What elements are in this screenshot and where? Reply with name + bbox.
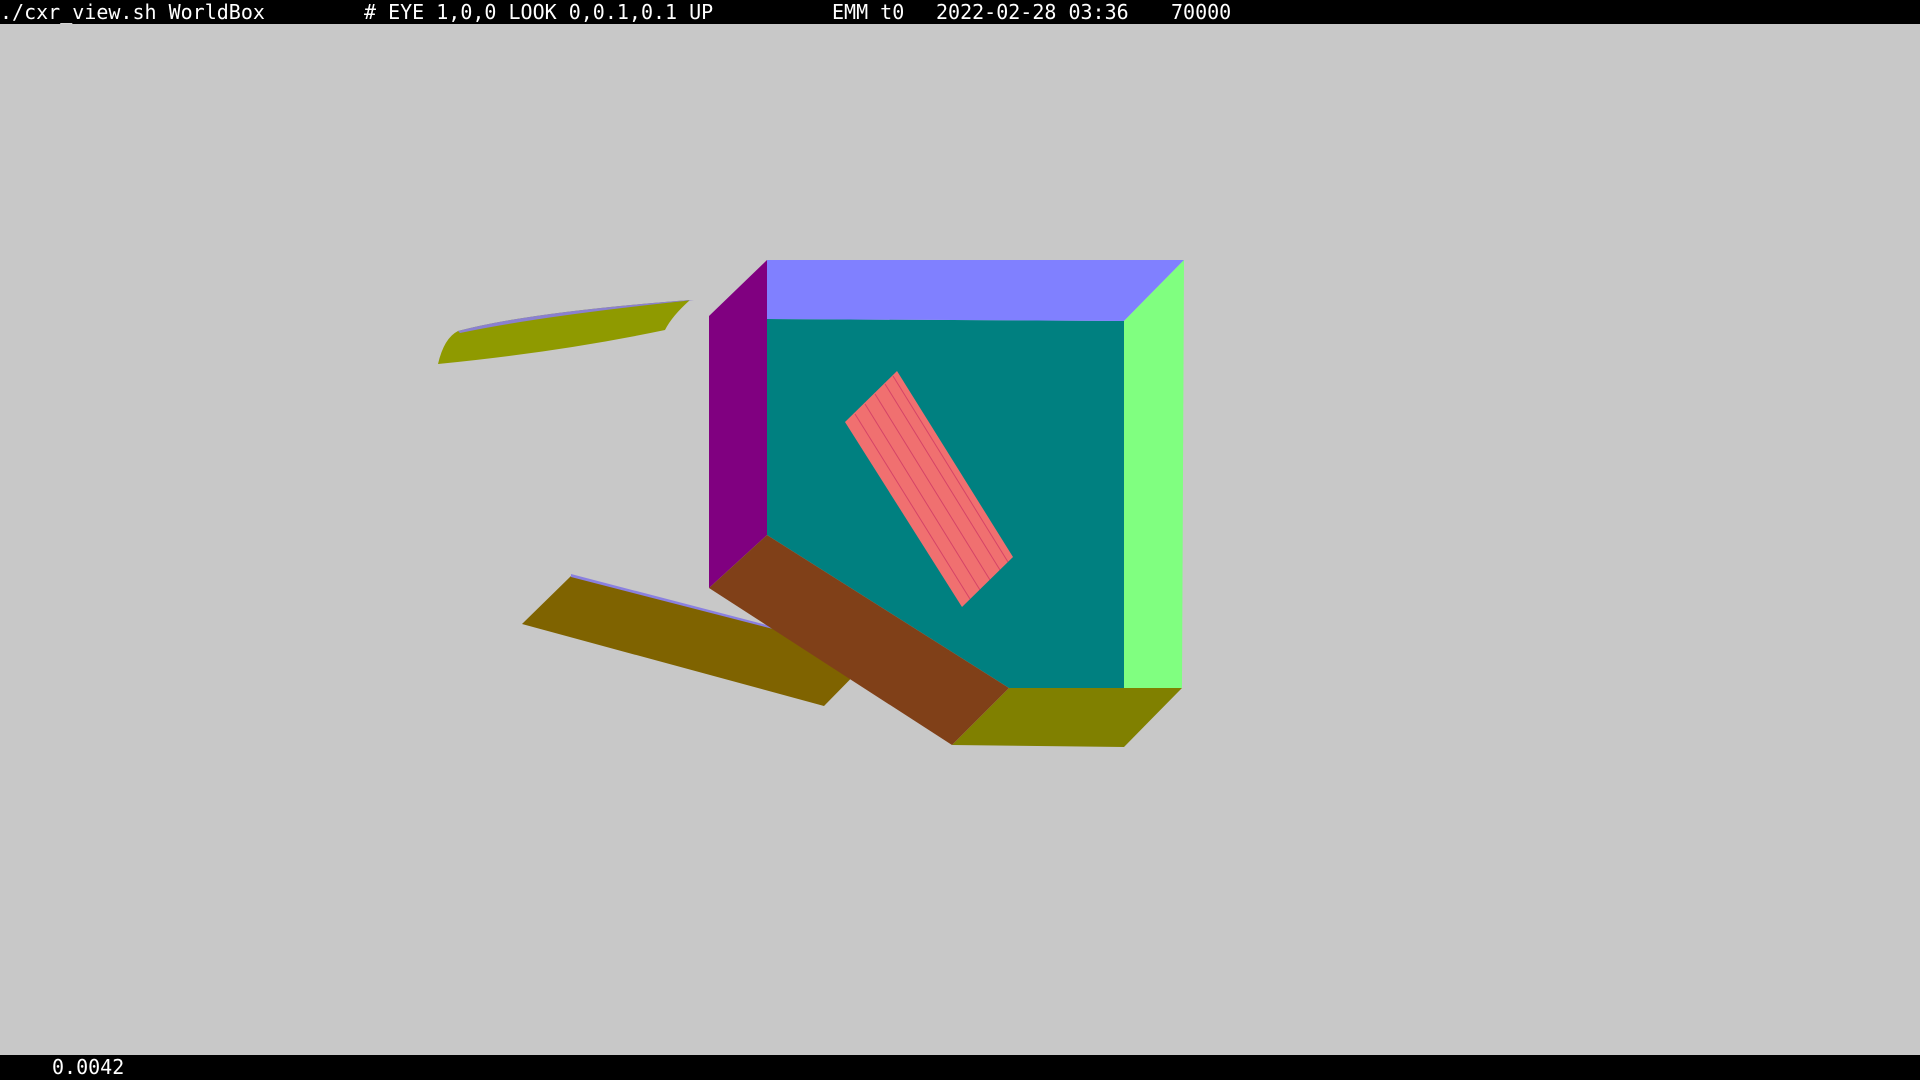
emm-label: EMM t0 (832, 0, 905, 24)
view-params-label: # EYE 1,0,0 LOOK 0,0.1,0.1 UP (364, 0, 714, 24)
center-rectangle-texture (854, 375, 1009, 600)
count-label: 70000 (1171, 0, 1232, 24)
floating-panel (522, 576, 874, 706)
center-rectangle (845, 371, 1013, 607)
box-right-face (1124, 260, 1184, 688)
scene-render (438, 260, 1184, 747)
top-status-bar: ./cxr_view.sh WorldBox # EYE 1,0,0 LOOK … (0, 0, 1920, 24)
command-label: ./cxr_view.sh WorldBox (0, 0, 265, 24)
box-top-face (767, 260, 1184, 321)
datetime-label: 2022-02-28 03:36 (936, 0, 1129, 24)
box-bottom-left-face (709, 535, 1009, 745)
box-left-face (709, 260, 767, 588)
bottom-status-bar: 0.0042 (0, 1055, 1920, 1080)
box-bottom-face (952, 688, 1182, 747)
3d-viewport[interactable] (0, 24, 1920, 1055)
fps-value-label: 0.0042 (52, 1055, 125, 1079)
curved-strip (438, 300, 690, 364)
